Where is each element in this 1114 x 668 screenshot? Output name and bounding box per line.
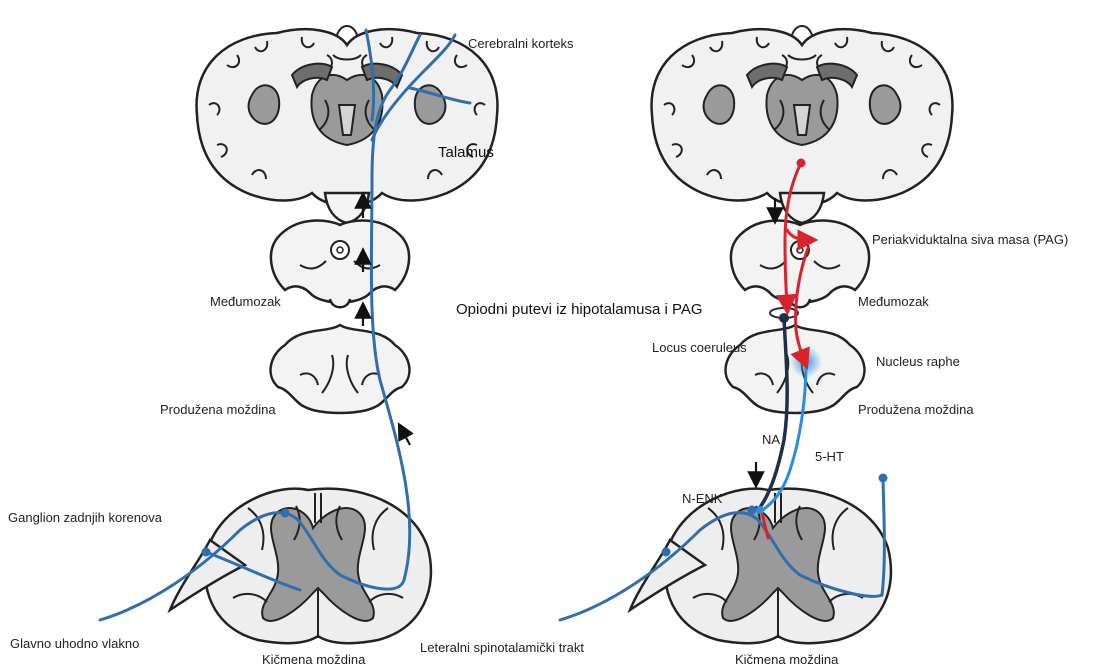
right-midbrain — [731, 221, 869, 308]
label-dorsal-root-ganglion: Ganglion zadnjih korenova — [8, 510, 163, 525]
left-midbrain — [271, 221, 409, 308]
label-na: NA — [762, 432, 780, 447]
label-medulla-right: Produžena moždina — [858, 402, 974, 417]
label-cerebral-cortex: Cerebralni korteks — [468, 36, 574, 51]
label-midbrain-left: Međumozak — [210, 294, 281, 309]
label-thalamus: Talamus — [438, 144, 494, 161]
label-medulla-left: Produžena moždina — [160, 402, 276, 417]
right-brain-slice — [652, 26, 953, 223]
label-nucleus-raphe: Nucleus raphe — [876, 354, 960, 369]
ascending-arrow-4 — [402, 430, 410, 445]
label-5ht: 5-HT — [815, 449, 844, 464]
right-ascending-terminal — [879, 474, 888, 483]
left-medulla — [271, 325, 410, 413]
label-opioid-paths: Opiodni putevi iz hipotalamusa i PAG — [456, 301, 703, 318]
label-midbrain-right: Međumozak — [858, 294, 929, 309]
label-lateral-spinothalamic: Leteralni spinotalamički trakt — [420, 640, 584, 655]
label-primary-afferent: Glavno uhodno vlakno — [10, 636, 139, 651]
left-dorsal-horn-cell — [281, 509, 290, 518]
left-brain-slice — [197, 26, 498, 223]
label-locus-coeruleus: Locus coeruleus — [652, 340, 747, 355]
right-ganglion-cell — [662, 548, 671, 557]
right-dorsal-horn-cell — [748, 506, 757, 515]
label-nenk: N-ENK — [682, 491, 723, 506]
label-pag: Periakviduktalna siva masa (PAG) — [872, 232, 1068, 247]
n-enk-interneuron — [756, 506, 764, 514]
label-spinal-cord-right: Kičmena moždina — [735, 652, 839, 667]
label-spinal-cord-left: Kičmena moždina — [262, 652, 366, 667]
